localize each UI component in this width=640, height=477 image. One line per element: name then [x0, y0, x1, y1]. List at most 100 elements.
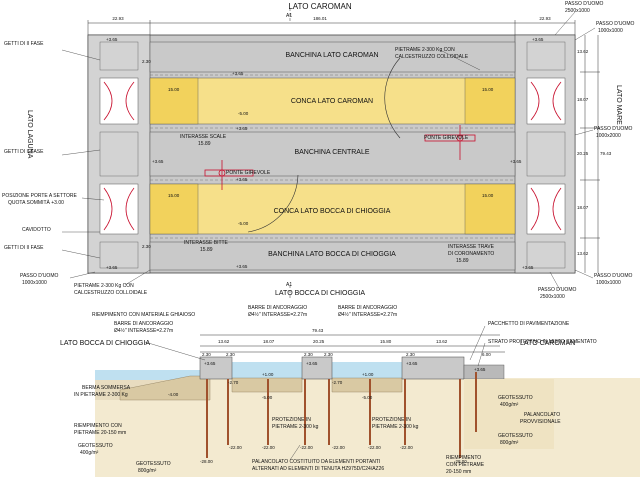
elev-row4: +3.65 — [236, 264, 248, 269]
pietrame-top-label-2: CALCESTRUZZO COLLOIDALE — [395, 54, 469, 60]
elev-conca2: -5.00 — [238, 221, 249, 226]
section-title-right: LATO CAROMAN — [520, 340, 576, 347]
dim-right-5: 13.62 — [577, 251, 589, 256]
berma-label-1: BERMA SOMMERSA — [82, 385, 131, 391]
dim-left-2: 2.30 — [142, 244, 151, 249]
riemp-right-label-2: CON PIETRAME — [446, 462, 485, 468]
protezione-1-spec: PIETRAME 2-300 kg — [272, 424, 319, 430]
geot-right-1-spec: 400g/m² — [500, 402, 519, 408]
passo-br2-label-1: PASSO D'UOMO — [594, 273, 633, 279]
section-sub-4: 2.30 — [324, 352, 333, 357]
riemp-left-label-1: RIEMPIMENTO CON — [74, 423, 122, 429]
pietrame-bot-label-2: CALCESTRUZZO COLLOIDALE — [74, 290, 148, 296]
banchina-centrale-label: BANCHINA CENTRALE — [294, 149, 370, 156]
interasse-bitte-value: 15.89 — [200, 247, 213, 253]
elev-row3: +3.65 — [236, 177, 248, 182]
sec-elev-6: +3.65 — [474, 367, 486, 372]
berma-label-2: IN PIETRAME 2-300 Kg — [74, 392, 128, 398]
water-left — [95, 370, 210, 380]
conca-chioggia-label: CONCA LATO BOCCA DI CHIOGGIA — [273, 208, 391, 215]
sec-elev-1: +3.65 — [204, 361, 216, 366]
pacchetto-label: PACCHETTO DI PAVIMENTAZIONE — [488, 321, 570, 327]
elev-bottom-right: +3.65 — [522, 265, 534, 270]
plan-view — [61, 8, 600, 300]
dim-top-right: 22.93 — [539, 16, 551, 21]
interasse-trave-value: 15.89 — [456, 258, 469, 264]
section-dim-5: 13.62 — [436, 339, 448, 344]
cavidotto-label: CAVIDOTTO — [22, 227, 51, 233]
protezione-1-label: PROTEZIONE IN — [272, 417, 311, 423]
section-sub-5: 2.30 — [406, 352, 415, 357]
palancolato-bottom-label-1: PALANCOLATO COSTITUITO DA ELEMENTI PORTA… — [252, 459, 381, 465]
conca-caroman — [149, 77, 516, 125]
conca-caroman-label: CONCA LATO CAROMAN — [290, 98, 374, 105]
geot-left-1-spec: 400g/m² — [80, 450, 99, 456]
elev-row1: +3.65 — [232, 71, 244, 76]
section-sub-6: 6.00 — [482, 352, 491, 357]
elev-top-left: +3.65 — [106, 37, 118, 42]
elev-conca1: -5.00 — [238, 111, 249, 116]
getti-label-2: GETTI DI II FASE — [4, 149, 44, 155]
sec-elev-10: -5.00 — [362, 395, 373, 400]
section-mark-top: A1 — [286, 13, 293, 19]
width-2: 15.00 — [482, 87, 494, 92]
pile-elev-8: -28.00 — [454, 459, 467, 464]
sec-elev-11: -4.00 — [168, 392, 179, 397]
section-title-left: LATO BOCCA DI CHIOGGIA — [60, 340, 150, 347]
interasse-scale-value: 15.89 — [198, 141, 211, 147]
elev-mid2: +3.65 — [510, 159, 522, 164]
passo-bl-label-2: 1000x1000 — [22, 280, 47, 286]
sec-elev-8: -2.70 — [332, 380, 343, 385]
pile-elev-7: -28.00 — [200, 459, 213, 464]
section-sub-2: 2.30 — [226, 352, 235, 357]
passo-r1-label-2: 1000x1000 — [598, 28, 623, 34]
section-total: 79.43 — [312, 328, 324, 333]
section-dim-2: 18.07 — [263, 339, 275, 344]
elev-mid1: +3.65 — [152, 159, 164, 164]
passo-bl-label-1: PASSO D'UOMO — [20, 273, 59, 279]
sec-elev-9: -5.00 — [262, 395, 273, 400]
riemp-right-label-1: RIEMPIMENTO — [446, 455, 482, 461]
posizione-label-1: POSIZIONE PORTE A SETTORE — [2, 193, 77, 199]
passo-br1-label-2: 2500x1000 — [540, 294, 565, 300]
getti-label-1: GETTI DI II FASE — [4, 41, 44, 47]
banchina-chioggia — [149, 241, 516, 271]
section-dim-3: 20.25 — [313, 339, 325, 344]
palancolato-label-1: PALANCOLATO — [524, 412, 561, 418]
title-lato-mare: LATO MARE — [615, 85, 622, 125]
geot-left-2-label: GEOTESSUTO — [136, 461, 171, 467]
pile-elev-4: -22.00 — [332, 445, 345, 450]
elev-bottom-left: +3.65 — [106, 265, 118, 270]
banchina-centrale — [149, 131, 516, 177]
geot-right-2-label: GEOTESSUTO — [498, 433, 533, 439]
interasse-bitte-label: INTERASSE BITTE — [184, 240, 228, 246]
barre-1-spec: Ø4½" INTERASSE=2.27m — [248, 312, 308, 318]
riemp-left-label-2: PIETRAME 20-150 mm — [74, 430, 127, 436]
barre-2-label: BARRE DI ANCORAGGIO — [338, 305, 398, 311]
dim-left-1: 2.30 — [142, 59, 151, 64]
interasse-scale-label: INTERASSE SCALE — [180, 134, 227, 140]
geot-right-2-spec: 800g/m² — [500, 440, 519, 446]
title-lato-bocca-chioggia: LATO BOCCA DI CHIOGGIA — [275, 290, 365, 297]
palancolato-label-2: PROVVISIONALE — [520, 419, 561, 425]
palancolato-bottom-label-2: ALTERNATI AD ELEMENTI DI TENUTA HZ975D/C… — [252, 466, 385, 472]
pile-elev-3: -22.00 — [300, 445, 313, 450]
section-dim-4: 15.80 — [380, 339, 392, 344]
dim-right-4: 18.07 — [577, 205, 589, 210]
section-sub-1: 2.30 — [202, 352, 211, 357]
pile-elev-5: -22.00 — [368, 445, 381, 450]
width-4: 15.00 — [482, 193, 494, 198]
passo-r1-label-1: PASSO D'UOMO — [596, 21, 635, 27]
elev-top-right: +3.65 — [532, 37, 544, 42]
title-lato-caroman: LATO CAROMAN — [288, 2, 352, 11]
passo-r2-label-2: 1000x2000 — [596, 133, 621, 139]
pietrame-top-label-1: PIETRAME 2-300 Kg CON — [395, 47, 455, 53]
sec-elev-4: +1.00 — [362, 372, 374, 377]
geot-right-1-label: GEOTESSUTO — [498, 395, 533, 401]
width-3: 15.00 — [168, 193, 180, 198]
protezione-2-spec: PIETRAME 2-300 kg — [372, 424, 419, 430]
ponte-label-2: PONTE GIREVOLE — [226, 170, 271, 176]
pietrame-bot-label-1: PIETRAME 2-300 Kg CON — [74, 283, 134, 289]
dim-right-total: 79.43 — [600, 151, 612, 156]
